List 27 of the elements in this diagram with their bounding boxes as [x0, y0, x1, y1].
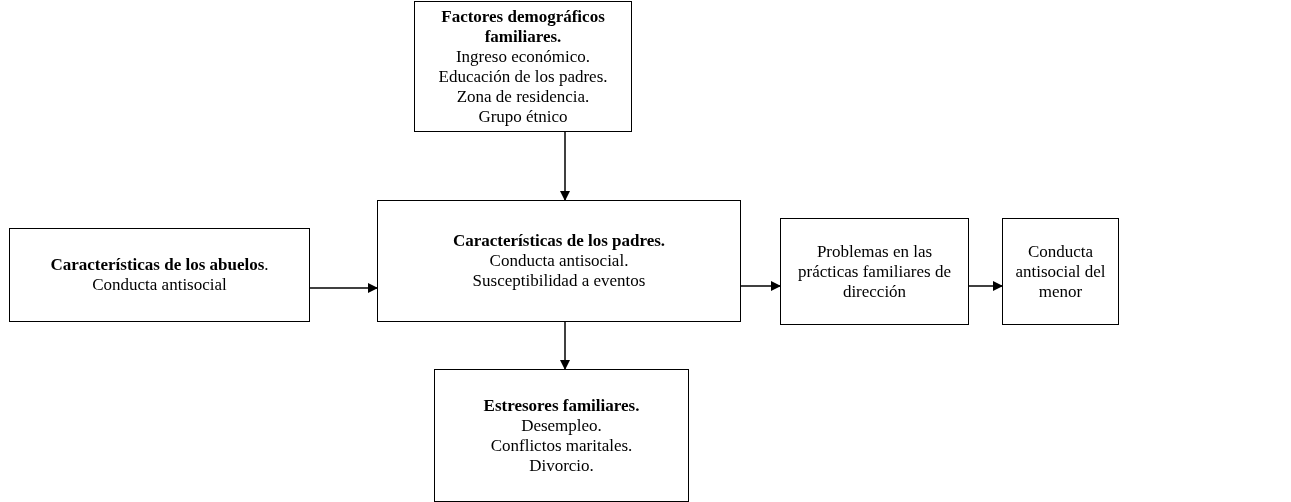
process-box — [414, 1, 632, 132]
box-heading: Estresores familiares. — [483, 395, 640, 416]
box-text: Divorcio. — [529, 455, 594, 476]
box-text: Problemas en las prácticas familiares de dirección — [797, 241, 952, 302]
arrow — [968, 281, 1003, 291]
box-text: Conflictos maritales. — [490, 435, 633, 456]
arrow — [560, 321, 570, 370]
box-text: Desempleo. — [521, 415, 602, 436]
box-text: Zona de residencia. — [456, 86, 590, 107]
process-box — [9, 228, 310, 322]
process-box — [434, 369, 689, 502]
box-text: Conducta antisocial — [92, 275, 227, 295]
box-text: Educación de los padres. — [438, 66, 608, 87]
box-heading: Características de los abuelos. — [50, 255, 269, 275]
box-heading: Características de los padres. — [452, 231, 666, 251]
box-text: Susceptibilidad a eventos — [472, 271, 646, 291]
process-box — [780, 218, 969, 325]
process-box — [377, 200, 741, 322]
arrow — [740, 281, 781, 291]
process-box — [1002, 218, 1119, 325]
box-text: Ingreso económico. — [455, 46, 591, 67]
box-text: Conducta antisocial del menor — [1014, 241, 1107, 302]
arrow — [309, 283, 378, 293]
box-heading: Factores demográficos familiares. — [440, 6, 606, 47]
box-text: Grupo étnico — [478, 106, 568, 127]
arrow — [560, 131, 570, 201]
box-text: Conducta antisocial. — [489, 251, 629, 271]
